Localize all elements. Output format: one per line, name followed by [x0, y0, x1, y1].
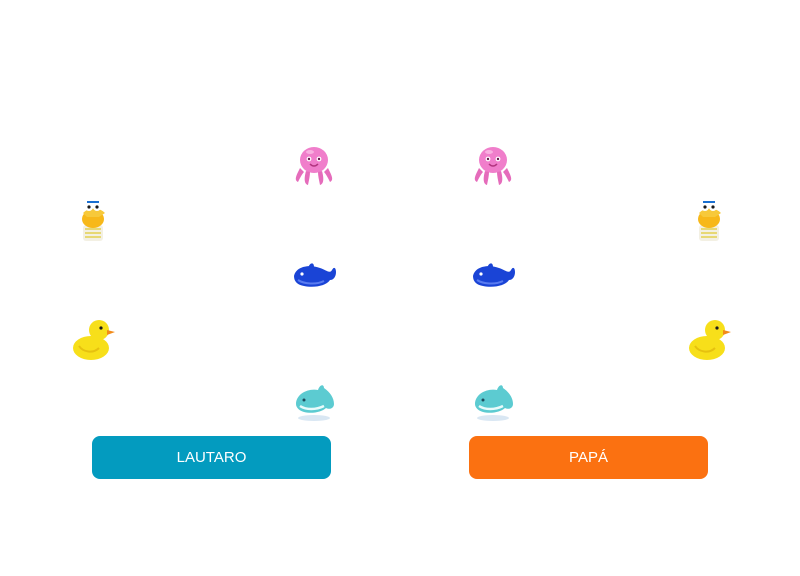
dolphin-icon[interactable]	[290, 376, 338, 424]
player-button-papa[interactable]: PAPÁ	[469, 436, 708, 479]
dolphin-icon[interactable]	[469, 376, 517, 424]
whale-icon[interactable]	[469, 252, 517, 300]
pelican-icon[interactable]	[685, 197, 733, 245]
whale-icon[interactable]	[290, 252, 338, 300]
pelican-icon[interactable]	[69, 197, 117, 245]
octopus-icon[interactable]	[290, 142, 338, 190]
player-button-lautaro[interactable]: LAUTARO	[92, 436, 331, 479]
duck-icon[interactable]	[685, 316, 733, 364]
octopus-icon[interactable]	[469, 142, 517, 190]
duck-icon[interactable]	[69, 316, 117, 364]
